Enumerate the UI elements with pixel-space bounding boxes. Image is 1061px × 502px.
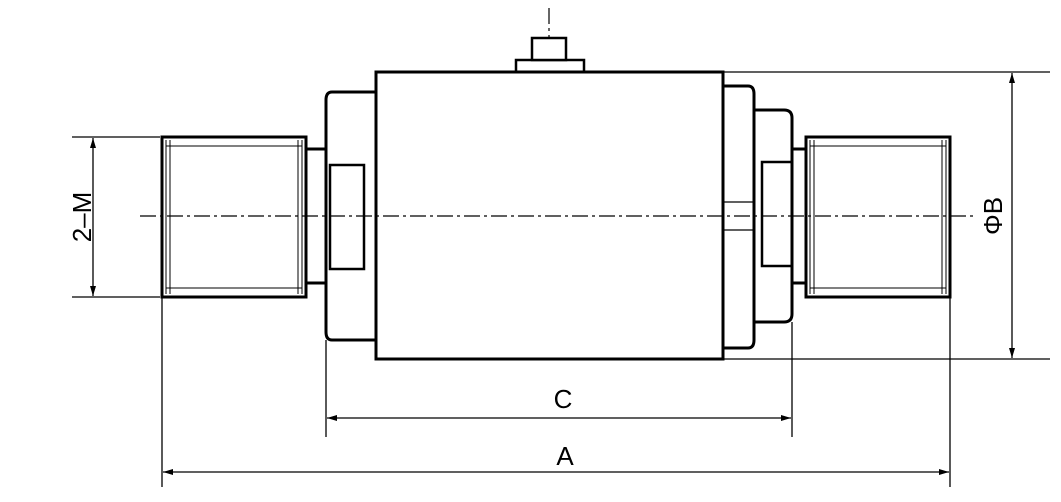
- right-threaded-connector: [804, 135, 952, 299]
- dim-b-label: ΦB: [978, 197, 1008, 235]
- right-flange: [721, 84, 794, 350]
- dimension-a: A: [161, 297, 951, 487]
- dim-m-label: 2–M: [67, 192, 97, 243]
- dimension-m: 2–M: [67, 136, 160, 298]
- dim-c-label: C: [554, 384, 573, 414]
- dimension-c: C: [325, 322, 793, 437]
- top-fitting: [514, 36, 586, 74]
- dim-a-label: A: [556, 441, 574, 471]
- left-threaded-connector: [160, 135, 308, 299]
- dimension-b: ΦB: [723, 71, 1050, 360]
